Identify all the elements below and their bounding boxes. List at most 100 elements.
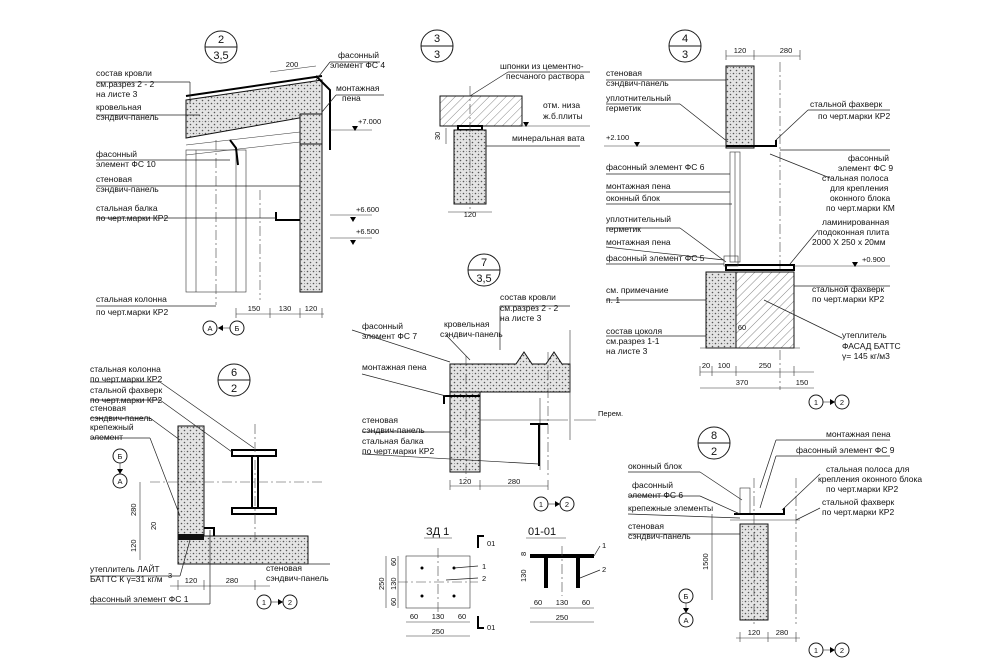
section-dim-130h: 130 (556, 598, 569, 607)
marker-top: 8 (711, 430, 717, 442)
axis-a: А (683, 616, 688, 625)
dim-280: 280 (129, 503, 138, 516)
label-strip-4: по черт.марки КМ (826, 203, 895, 213)
dim-120-v: 120 (129, 539, 138, 552)
dim-120: 120 (459, 477, 472, 486)
label-girt2-1: стальной фахверк (812, 284, 885, 294)
label-roof-comp-1: состав кровли (96, 68, 152, 78)
label-wool: минеральная вата (512, 133, 585, 143)
detail-marker-7: 7 3,5 (467, 253, 501, 287)
label-column-2: по черт.марки КР2 (90, 374, 162, 384)
zd1-title: ЗД 1 (426, 526, 449, 538)
label-girt-2: по черт.марки КР2 (90, 395, 162, 405)
dim-1500: 1500 (701, 553, 710, 570)
label-fix-2: элемент (90, 432, 123, 442)
label-note-2: п. 1 (606, 295, 620, 305)
label-note-1: см. примечание (606, 285, 669, 295)
label-foam2: монтажная пена (606, 237, 671, 247)
dim-120: 120 (464, 210, 477, 219)
detail-marker-4: 4 3 (668, 29, 702, 63)
label-fs5: фасонный элемент ФС 5 (606, 253, 705, 263)
zd1-dim-v60b: 60 (389, 598, 398, 606)
label-plinth-2: см.разрез 1-1 (606, 336, 660, 346)
marker-bottom: 3,5 (213, 50, 228, 62)
label-fs4-1: фасонный (338, 50, 379, 60)
label-strip-2: для крепления (830, 183, 889, 193)
detail-marker-6: 6 2 (217, 363, 251, 397)
label-column-2: по черт.марки КР2 (96, 307, 168, 317)
label-fs6-2: элемент ФС 6 (628, 490, 683, 500)
marker-top: 2 (218, 34, 224, 46)
dim-20: 20 (702, 361, 710, 370)
detail-marker-8: 8 2 (697, 426, 731, 460)
label-wall-panel-1: стеновая (96, 174, 132, 184)
zd1-dim-h130: 130 (432, 612, 445, 621)
label-wall-panel-2: сэндвич-панель (606, 78, 669, 88)
dim-280-h: 280 (226, 576, 239, 585)
label-foam-2: пена (342, 93, 361, 103)
elev-6500: +6.500 (356, 227, 379, 236)
zd1-dim-h60b: 60 (458, 612, 466, 621)
axis-bubble-2 (559, 496, 575, 512)
marker-bottom: 3 (682, 49, 688, 61)
label-foam: монтажная пена (606, 181, 671, 191)
label-beam-1: стальная балка (96, 203, 158, 213)
zd1-dim-v130: 130 (389, 577, 398, 590)
label-insul-3: γ= 145 кг/м3 (842, 351, 890, 361)
label-strip-3: по черт.марки КР2 (826, 484, 898, 494)
axis-1: 1 (814, 398, 818, 407)
label-sill-1: ламинированная (822, 217, 889, 227)
foam-fill (299, 113, 323, 145)
dim-120: 120 (305, 304, 318, 313)
dim-280: 280 (508, 477, 521, 486)
label-plinth-1: состав цоколя (606, 326, 663, 336)
label-wall-panel-2: сэндвич-панель (628, 531, 691, 541)
label-wall-panel-2: сэндвич-панель (90, 413, 153, 423)
label-keys-2: песчаного раствора (506, 71, 585, 81)
elev-7000: +7.000 (358, 117, 381, 126)
marker-top: 3 (434, 33, 440, 45)
section-dim-60a: 60 (534, 598, 542, 607)
label-fix: крепежные элементы (628, 503, 713, 513)
label-column-1: стальная колонна (90, 364, 161, 374)
marker-bottom: 3 (434, 49, 440, 61)
label-insul-2: ФАСАД БАТТС (842, 341, 901, 351)
zd1-section-bottom: 01 (487, 623, 495, 632)
axis-bubble-2 (834, 394, 850, 410)
label-sealant-1: уплотнительный (606, 93, 671, 103)
axis-1: 1 (539, 500, 543, 509)
dim-250: 250 (759, 361, 772, 370)
zd1-dim-h250: 250 (432, 627, 445, 636)
label-insul-1: утеплитель (842, 330, 887, 340)
label-fs9-2: элемент ФС 9 (838, 163, 893, 173)
label-roof-panel-2: сэндвич-панель (440, 329, 503, 339)
axis-1: 1 (814, 646, 818, 655)
label-girt2-2: по черт.марки КР2 (812, 294, 884, 304)
detail-2: 2 3,5 +7.000 +6.600 +6.500 (96, 30, 385, 336)
detail-3: 3 3 30 120 шпонки из цементно- песчаного… (420, 29, 590, 219)
label-fs6-1: фасонный (632, 480, 673, 490)
label-wall-panel2-1: стеновая (266, 563, 302, 573)
label-fs10-2: элемент ФС 10 (96, 159, 156, 169)
dim-280-top: 280 (780, 46, 793, 55)
label-plinth-3: на листе 3 (606, 346, 648, 356)
roof-top-sheet (185, 75, 323, 97)
label-sill-3: 2000 Х 250 х 20мм (812, 237, 886, 247)
label-foam: монтажная пена (826, 429, 891, 439)
dim-150: 150 (796, 378, 809, 387)
label-insul-2: БАТТС К γ=31 кг/м (90, 574, 163, 584)
axis-bubble-a (112, 473, 128, 489)
dim-130: 130 (279, 304, 292, 313)
roof-sandwich-panel (449, 351, 571, 393)
axis-2: 2 (565, 500, 569, 509)
axis-a: А (117, 477, 122, 486)
label-wall-panel-1: стеновая (606, 68, 642, 78)
label-sealant-2: герметик (606, 103, 641, 113)
label-window: оконный блок (606, 193, 660, 203)
label-fs7-2: элемент ФС 7 (362, 331, 417, 341)
marker-bottom: 3,5 (476, 273, 491, 285)
label-fix-1: крепежный (90, 422, 134, 432)
dim-370: 370 (736, 378, 749, 387)
section-0101-title: 01-01 (528, 526, 556, 538)
